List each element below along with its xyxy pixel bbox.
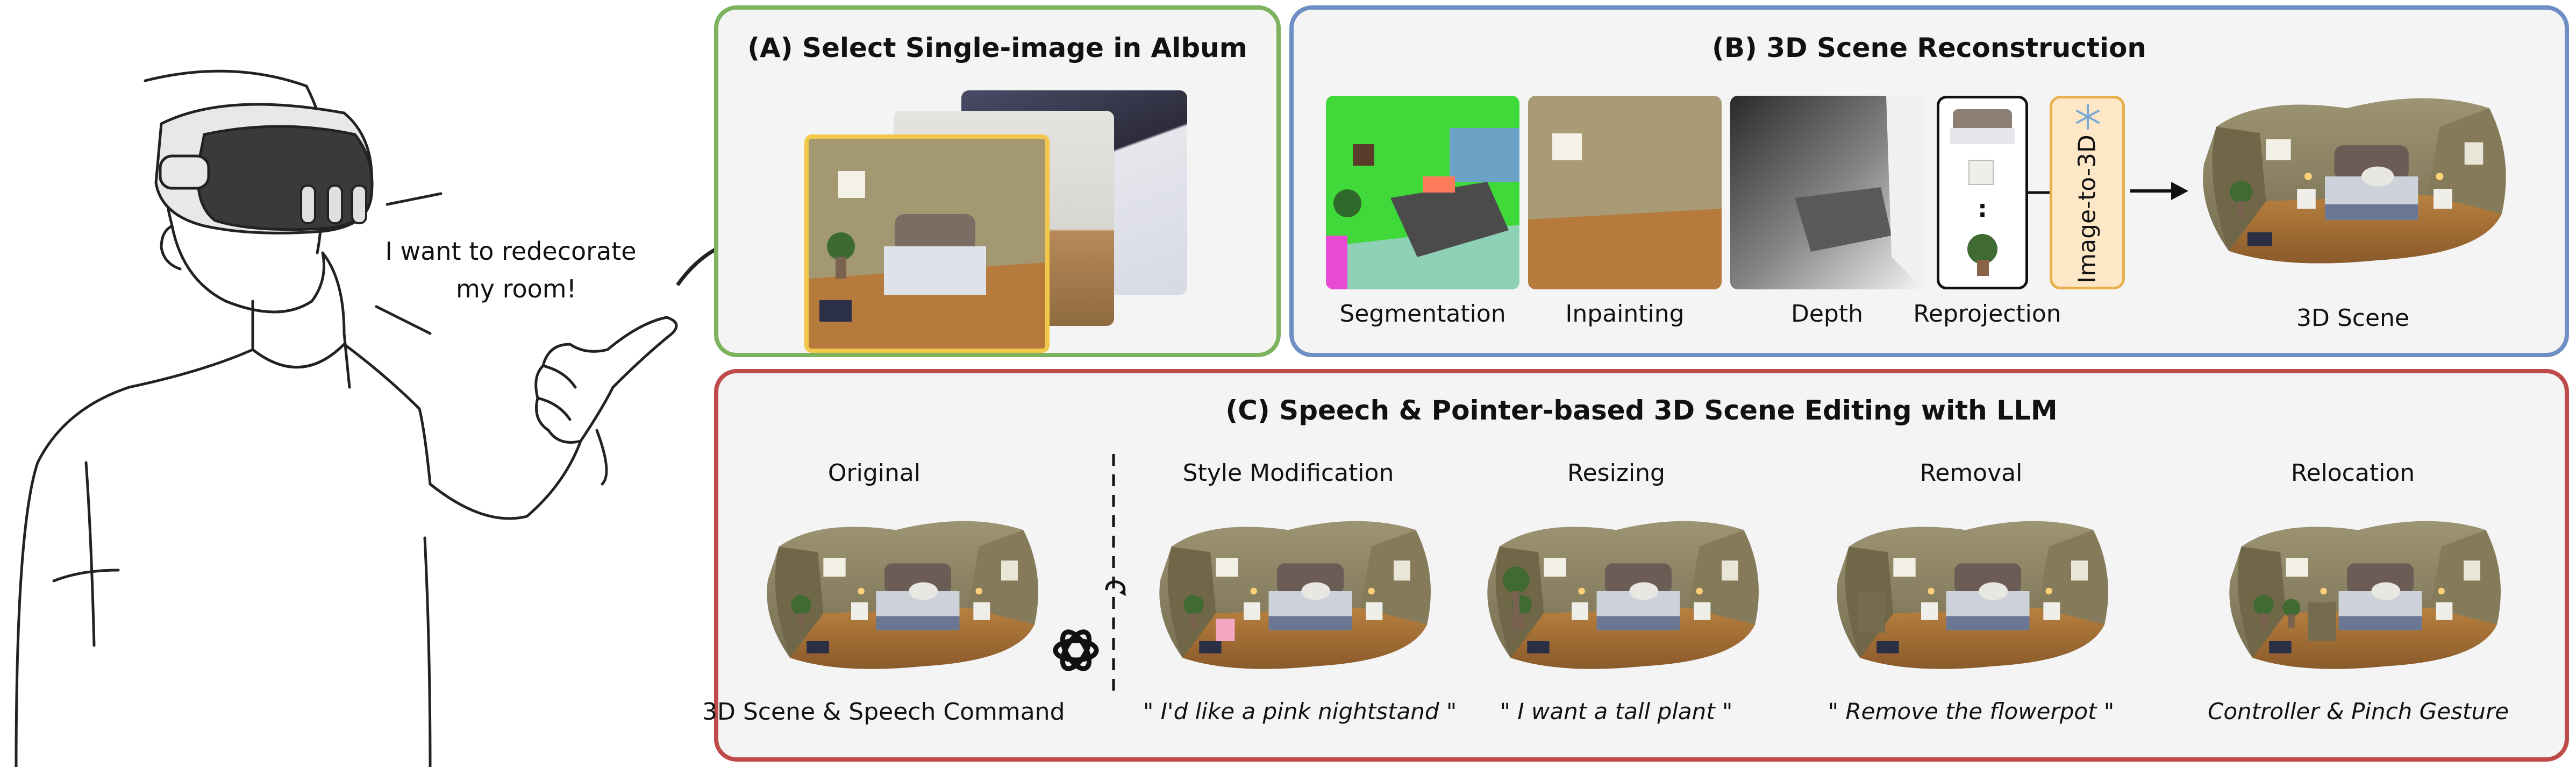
panel-b-title: (B) 3D Scene Reconstruction xyxy=(1712,32,2146,63)
original-label: Original xyxy=(827,459,921,487)
edit-caption-style: " I'd like a pink nightstand " xyxy=(1143,698,1457,725)
edit-scene-resizing xyxy=(1476,508,1767,674)
edit-label-resizing: Resizing xyxy=(1567,459,1665,487)
output-label-3d-scene: 3D Scene xyxy=(2296,304,2409,332)
album-photo-selected[interactable] xyxy=(804,134,1050,353)
panel-scene-editing: (C) Speech & Pointer-based 3D Scene Edit… xyxy=(702,369,2569,762)
step-label-reprojection: Reprojection xyxy=(1913,300,2061,328)
depth-image xyxy=(1730,96,1924,289)
reprojection-objects-box: : xyxy=(1937,96,2028,289)
image-to-3d-box: Image-to-3D xyxy=(2050,96,2125,289)
edit-caption-resizing: " I want a tall plant " xyxy=(1500,698,1733,725)
reprojection-connector xyxy=(2028,191,2050,194)
reprojection-ellipsis: : xyxy=(1978,195,1987,223)
step-label-segmentation: Segmentation xyxy=(1339,300,1506,328)
inpainting-image xyxy=(1528,96,1722,289)
edit-scene-removal xyxy=(1826,508,2116,674)
vr-headset-icon xyxy=(154,103,374,235)
rotate-arrow-icon xyxy=(1105,580,1126,596)
edit-label-removal: Removal xyxy=(1919,459,2023,487)
speech-line-2: my room! xyxy=(455,274,577,303)
original-caption: 3D Scene & Speech Command xyxy=(702,698,1065,726)
edit-divider xyxy=(1112,454,1115,691)
edit-label-relocation: Relocation xyxy=(2290,459,2415,487)
segmentation-image xyxy=(1326,96,1519,289)
person-illustration xyxy=(15,69,678,767)
panel-scene-reconstruction: (B) 3D Scene Reconstruction xyxy=(1289,5,2569,357)
edit-caption-removal: " Remove the flowerpot " xyxy=(1828,698,2115,725)
edit-caption-relocation: Controller & Pinch Gesture xyxy=(2208,698,2509,725)
edit-scene-relocation xyxy=(2218,508,2509,674)
panel-a-title: (A) Select Single-image in Album xyxy=(747,32,1247,63)
snowflake-icon xyxy=(2076,104,2100,130)
speech-line-1: I want to redecorate xyxy=(385,237,637,266)
panel-c-title: (C) Speech & Pointer-based 3D Scene Edit… xyxy=(1225,395,2058,426)
edit-label-style: Style Modification xyxy=(1182,459,1394,487)
reconstruction-arrow xyxy=(2130,182,2188,200)
panel-album-selection: (A) Select Single-image in Album xyxy=(714,5,1281,357)
output-3d-scene xyxy=(2192,80,2514,273)
original-scene xyxy=(756,508,1046,674)
llm-logo-icon xyxy=(1053,629,1099,671)
step-label-depth: Depth xyxy=(1790,300,1864,328)
image-to-3d-label: Image-to-3D xyxy=(2073,134,2101,283)
edit-scene-style xyxy=(1148,508,1439,674)
step-label-inpainting: Inpainting xyxy=(1565,300,1685,328)
